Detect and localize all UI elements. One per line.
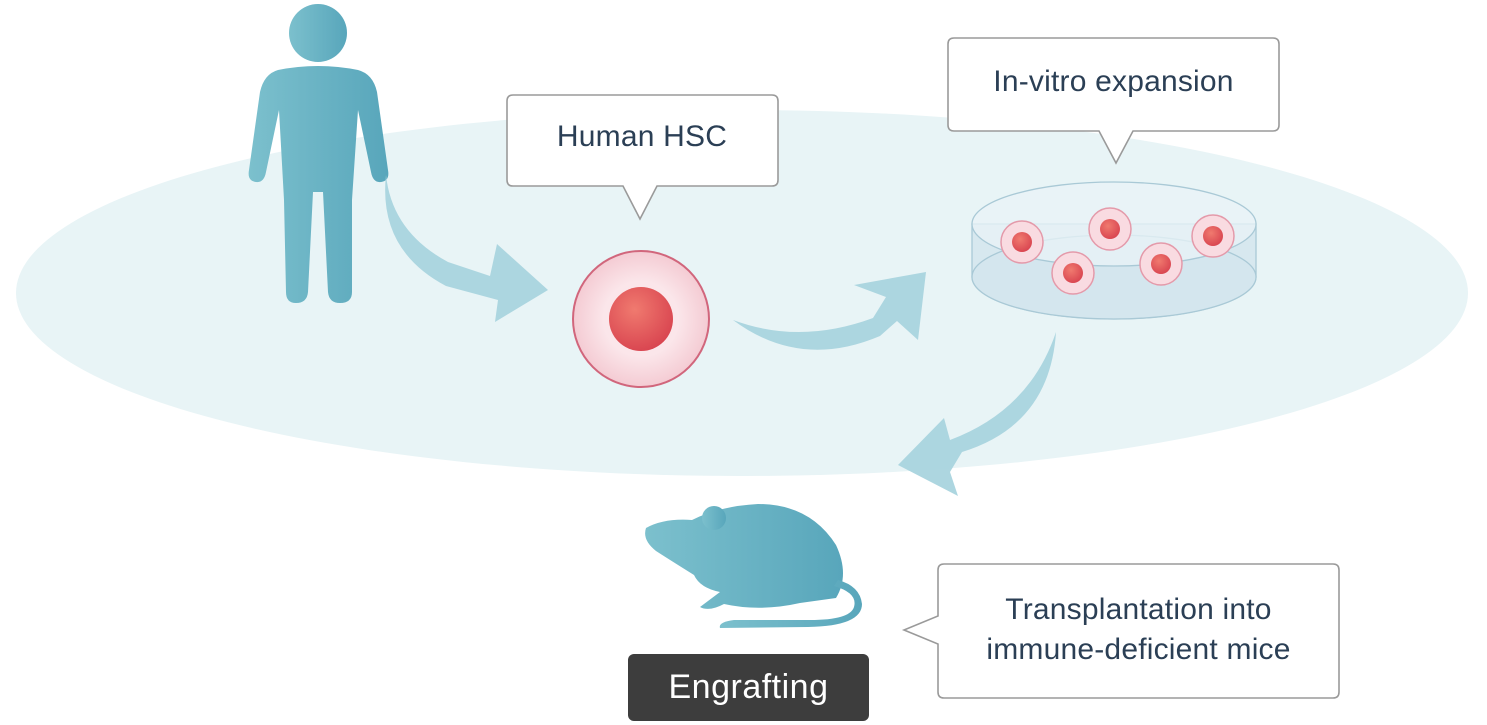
person-icon [248, 4, 389, 303]
curved-arrow-icon [733, 272, 926, 350]
callout-in-vitro-expansion [947, 37, 1280, 165]
cultured-cell-icon [1191, 214, 1235, 258]
in-vitro-expansion-label: In-vitro expansion [993, 65, 1234, 98]
hsc-cell-icon [572, 250, 710, 388]
callout-human-hsc [506, 94, 779, 221]
callout-transplantation [901, 563, 1340, 699]
cultured-cell-icon [1088, 207, 1132, 251]
transplantation-label: Transplantation into immune-deficient mi… [938, 590, 1339, 670]
cultured-cell-icon [1051, 251, 1095, 295]
mouse-icon [645, 504, 862, 628]
transplantation-label-line2: immune-deficient mice [986, 633, 1291, 666]
curved-arrow-icon [385, 175, 548, 322]
cultured-cell-icon [1000, 220, 1044, 264]
engrafting-badge: Engrafting [628, 654, 869, 721]
transplantation-label-line1: Transplantation into [1005, 593, 1272, 626]
curved-arrow-icon [898, 332, 1056, 496]
cultured-cell-icon [1139, 242, 1183, 286]
petri-dish-icon [971, 181, 1257, 320]
human-hsc-label: Human HSC [556, 120, 728, 153]
